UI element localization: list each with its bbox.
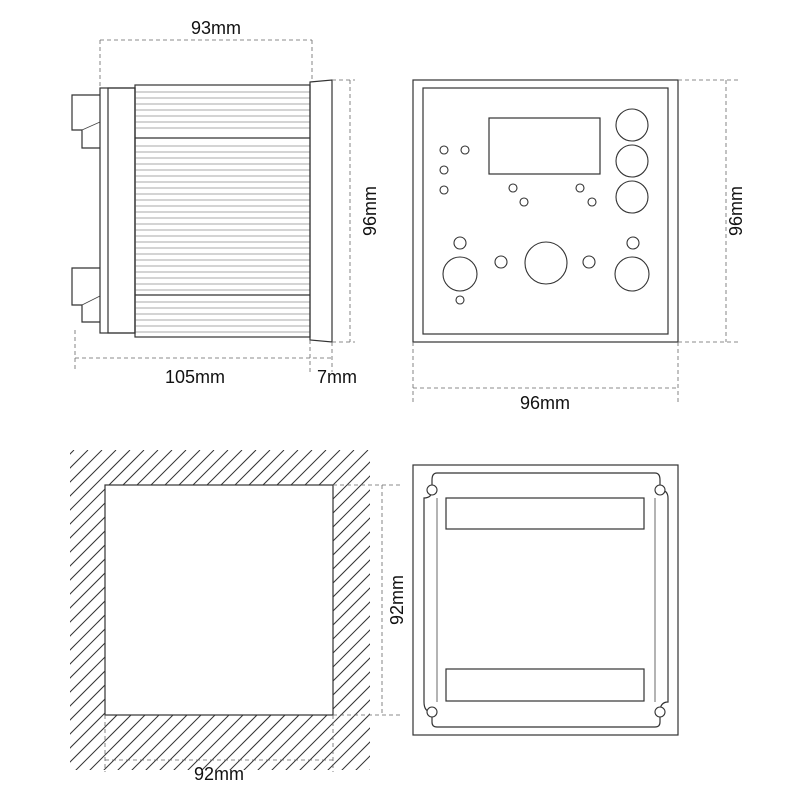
hatch-line (70, 450, 159, 770)
hatch-line (93, 450, 370, 770)
side-height-label: 96mm (360, 186, 380, 236)
hatch-line (70, 450, 299, 770)
hatch-line (70, 450, 75, 770)
hatch-line (191, 450, 370, 770)
clip-edge-top (81, 121, 101, 131)
cutout-height-label: 92mm (387, 575, 407, 625)
knob-right-3 (615, 180, 649, 214)
hatch-line (163, 450, 370, 770)
housing-rear-block (99, 87, 136, 334)
led-hole (439, 185, 449, 195)
led-hole (460, 145, 470, 155)
hatch-line (444, 450, 774, 780)
hatch-line (79, 450, 370, 770)
knob-left (442, 256, 478, 292)
screw-hole-bottom-right (654, 706, 666, 718)
terminal-block-bottom (445, 668, 645, 702)
front-panel (422, 87, 669, 335)
hatch-line (70, 450, 103, 770)
hatch-line (70, 450, 117, 770)
rear-outer-frame (412, 464, 679, 736)
front-outer-frame (412, 79, 679, 343)
cooling-fins (135, 91, 310, 333)
cutout-width-label: 92mm (194, 764, 244, 784)
side-view: 93mm 96mm 105mm 7mm (71, 18, 380, 387)
led-hole (587, 197, 597, 207)
led-hole (439, 145, 449, 155)
hatch-line (416, 450, 746, 780)
side-bezel-label: 7mm (317, 367, 357, 387)
knob-right-1 (615, 108, 649, 142)
hatch-line (70, 450, 271, 770)
hatch-line (70, 450, 89, 770)
hatch-line (303, 450, 370, 770)
knob-center (524, 241, 568, 285)
hatch-line (70, 450, 257, 770)
hatch-line (70, 450, 131, 770)
led-hole (494, 255, 508, 269)
front-height-label: 96mm (726, 186, 746, 236)
hatch-line (70, 450, 313, 770)
hatch-line (261, 450, 370, 770)
led-hole (455, 295, 465, 305)
knob-bottom-right (614, 256, 650, 292)
hatch-line (402, 450, 732, 780)
hatch-line (70, 450, 369, 770)
hatch-line (70, 450, 341, 770)
hatch-line (247, 450, 370, 770)
hatch-line (70, 450, 243, 770)
front-bezel (309, 79, 333, 343)
terminal-block-top (445, 497, 645, 530)
screw-hole-top-right (654, 484, 666, 496)
display-window (488, 117, 601, 175)
rear-inner-housing (423, 472, 669, 728)
hatch-line (70, 450, 201, 770)
hatch-line (177, 450, 370, 770)
hatch-line (275, 450, 370, 770)
mounting-clip-top (71, 94, 100, 149)
screw-hole-top-left (426, 484, 438, 496)
rear-view (412, 464, 679, 736)
clip-edge-bottom (81, 295, 101, 306)
hatch-line (70, 450, 370, 770)
hatch-line (70, 450, 229, 770)
led-hole (508, 183, 518, 193)
screw-hole-bottom-left (426, 706, 438, 718)
side-depth-label: 105mm (165, 367, 225, 387)
led-hole (453, 236, 467, 250)
led-hole (582, 255, 596, 269)
hatch-line (70, 450, 327, 770)
front-width-label: 96mm (520, 393, 570, 413)
hatch-line (0, 450, 60, 780)
hatch-line (289, 450, 370, 770)
led-hole (575, 183, 585, 193)
hatch-line (205, 450, 370, 770)
housing-finned-body (134, 84, 311, 338)
led-hole (626, 236, 640, 250)
hatch-line (70, 450, 145, 770)
hatch-line (430, 450, 760, 780)
housing-rear-inner (107, 87, 136, 334)
hatch-line (70, 450, 355, 770)
hatch-line (317, 450, 370, 770)
hatch-line (233, 450, 370, 770)
hatch-line (149, 450, 370, 770)
hatch-line (219, 450, 370, 770)
knob-right-2 (615, 144, 649, 178)
hatch-line (135, 450, 370, 770)
side-width-label: 93mm (191, 18, 241, 38)
front-view: 96mm 96mm (412, 79, 746, 413)
hatch-line (331, 450, 370, 770)
mounting-clip-bottom (71, 267, 100, 323)
panel-cutout-view: 92mm 92mm (0, 450, 774, 784)
hatch-line (70, 450, 173, 770)
led-hole (519, 197, 529, 207)
cutout-opening (104, 484, 334, 716)
led-hole (439, 165, 449, 175)
hatch-line (359, 450, 370, 770)
hatch-line (70, 450, 215, 770)
